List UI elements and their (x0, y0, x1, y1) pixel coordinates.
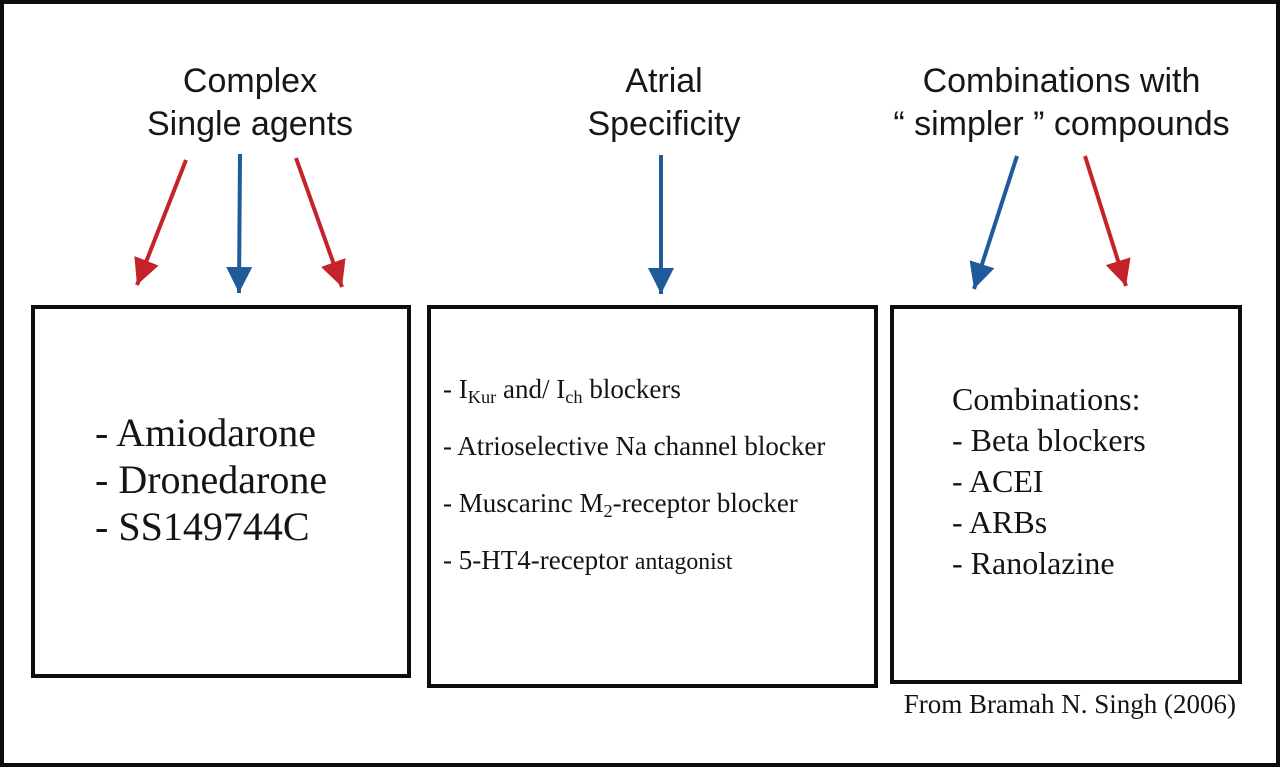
subscript: ch (565, 387, 583, 408)
text-part: - Muscarinc M (443, 488, 604, 518)
list-item-ikur-ich-blockers: - IKur and/ Ich blockers (443, 361, 874, 418)
header-line: “ simpler ” compounds (893, 105, 1230, 143)
attribution-text: From Bramah N. Singh (2006) (903, 689, 1236, 719)
header-combinations-simpler-compounds: Combinations with “ simpler ” compounds (859, 60, 1264, 146)
header-line: Complex (182, 62, 318, 100)
header-atrial-specificity: Atrial Specificity (484, 60, 844, 146)
arrow-red-complex-left (134, 159, 188, 286)
header-line: Combinations with (922, 62, 1201, 100)
box-combinations: Combinations: - Beta blockers - ACEI - A… (890, 305, 1242, 684)
arrow-red-combinations-right (1083, 155, 1131, 287)
arrow-red-complex-right (294, 157, 346, 288)
list-item-atrioselective-na-blocker: - Atrioselective Na channel blocker (443, 431, 826, 461)
list-item-muscarinic-m2-blocker: - Muscarinc M2-receptor blocker (443, 475, 874, 532)
text-part: - 5-HT4-receptor (443, 545, 635, 575)
text-part-small: antagonist (634, 549, 733, 575)
list-item: - ACEI (952, 463, 1044, 499)
list-item: - ARBs (952, 504, 1048, 540)
subscript: Kur (467, 387, 497, 408)
list-item-5ht4-antagonist: - 5-HT4-receptor antagonist (443, 532, 874, 591)
header-line: Single agents (146, 105, 354, 143)
list-item: - SS149744C (95, 504, 310, 549)
box-atrial-specificity: - IKur and/ Ich blockers - Atrioselectiv… (427, 305, 878, 688)
list-item: - Ranolazine (952, 545, 1115, 581)
text-part: -receptor blocker (612, 488, 798, 518)
box-title: Combinations: (952, 381, 1141, 417)
subscript: 2 (603, 501, 613, 522)
list-item: - Amiodarone (95, 410, 317, 455)
list-item: - Beta blockers (952, 422, 1146, 458)
text-part: blockers (582, 374, 681, 404)
arrow-blue-complex-middle (226, 153, 253, 294)
arrow-blue-combinations-left (969, 155, 1019, 290)
header-complex-single-agents: Complex Single agents (70, 60, 430, 146)
header-line: Specificity (587, 105, 741, 143)
header-line: Atrial (625, 62, 703, 100)
text-part: and/ I (496, 374, 566, 404)
box-complex-single-agents: - Amiodarone - Dronedarone - SS149744C (31, 305, 411, 678)
text-part: - I (443, 374, 468, 404)
list-item: - Dronedarone (95, 457, 328, 502)
